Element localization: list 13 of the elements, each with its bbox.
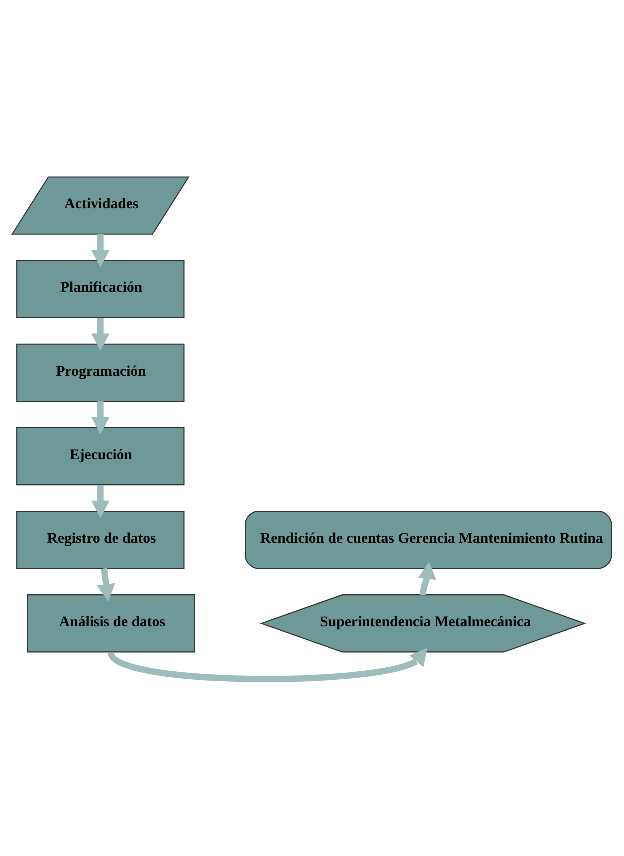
arrow bbox=[92, 234, 110, 268]
arrow bbox=[418, 561, 437, 595]
node-box: Ejecución bbox=[16, 426, 185, 486]
node-box: Programación bbox=[16, 343, 185, 402]
node-box: Análisis de datos bbox=[27, 594, 196, 652]
arrow bbox=[92, 318, 110, 351]
arrow bbox=[92, 484, 110, 518]
arrow bbox=[108, 647, 428, 682]
node-box: Registro de datos bbox=[16, 510, 185, 569]
arrow bbox=[92, 401, 110, 434]
arrow bbox=[97, 568, 116, 602]
node-box: Rendición de cuentas Gerencia Mantenimiento Rutina bbox=[245, 510, 612, 569]
node-box: Planificación bbox=[16, 260, 185, 318]
